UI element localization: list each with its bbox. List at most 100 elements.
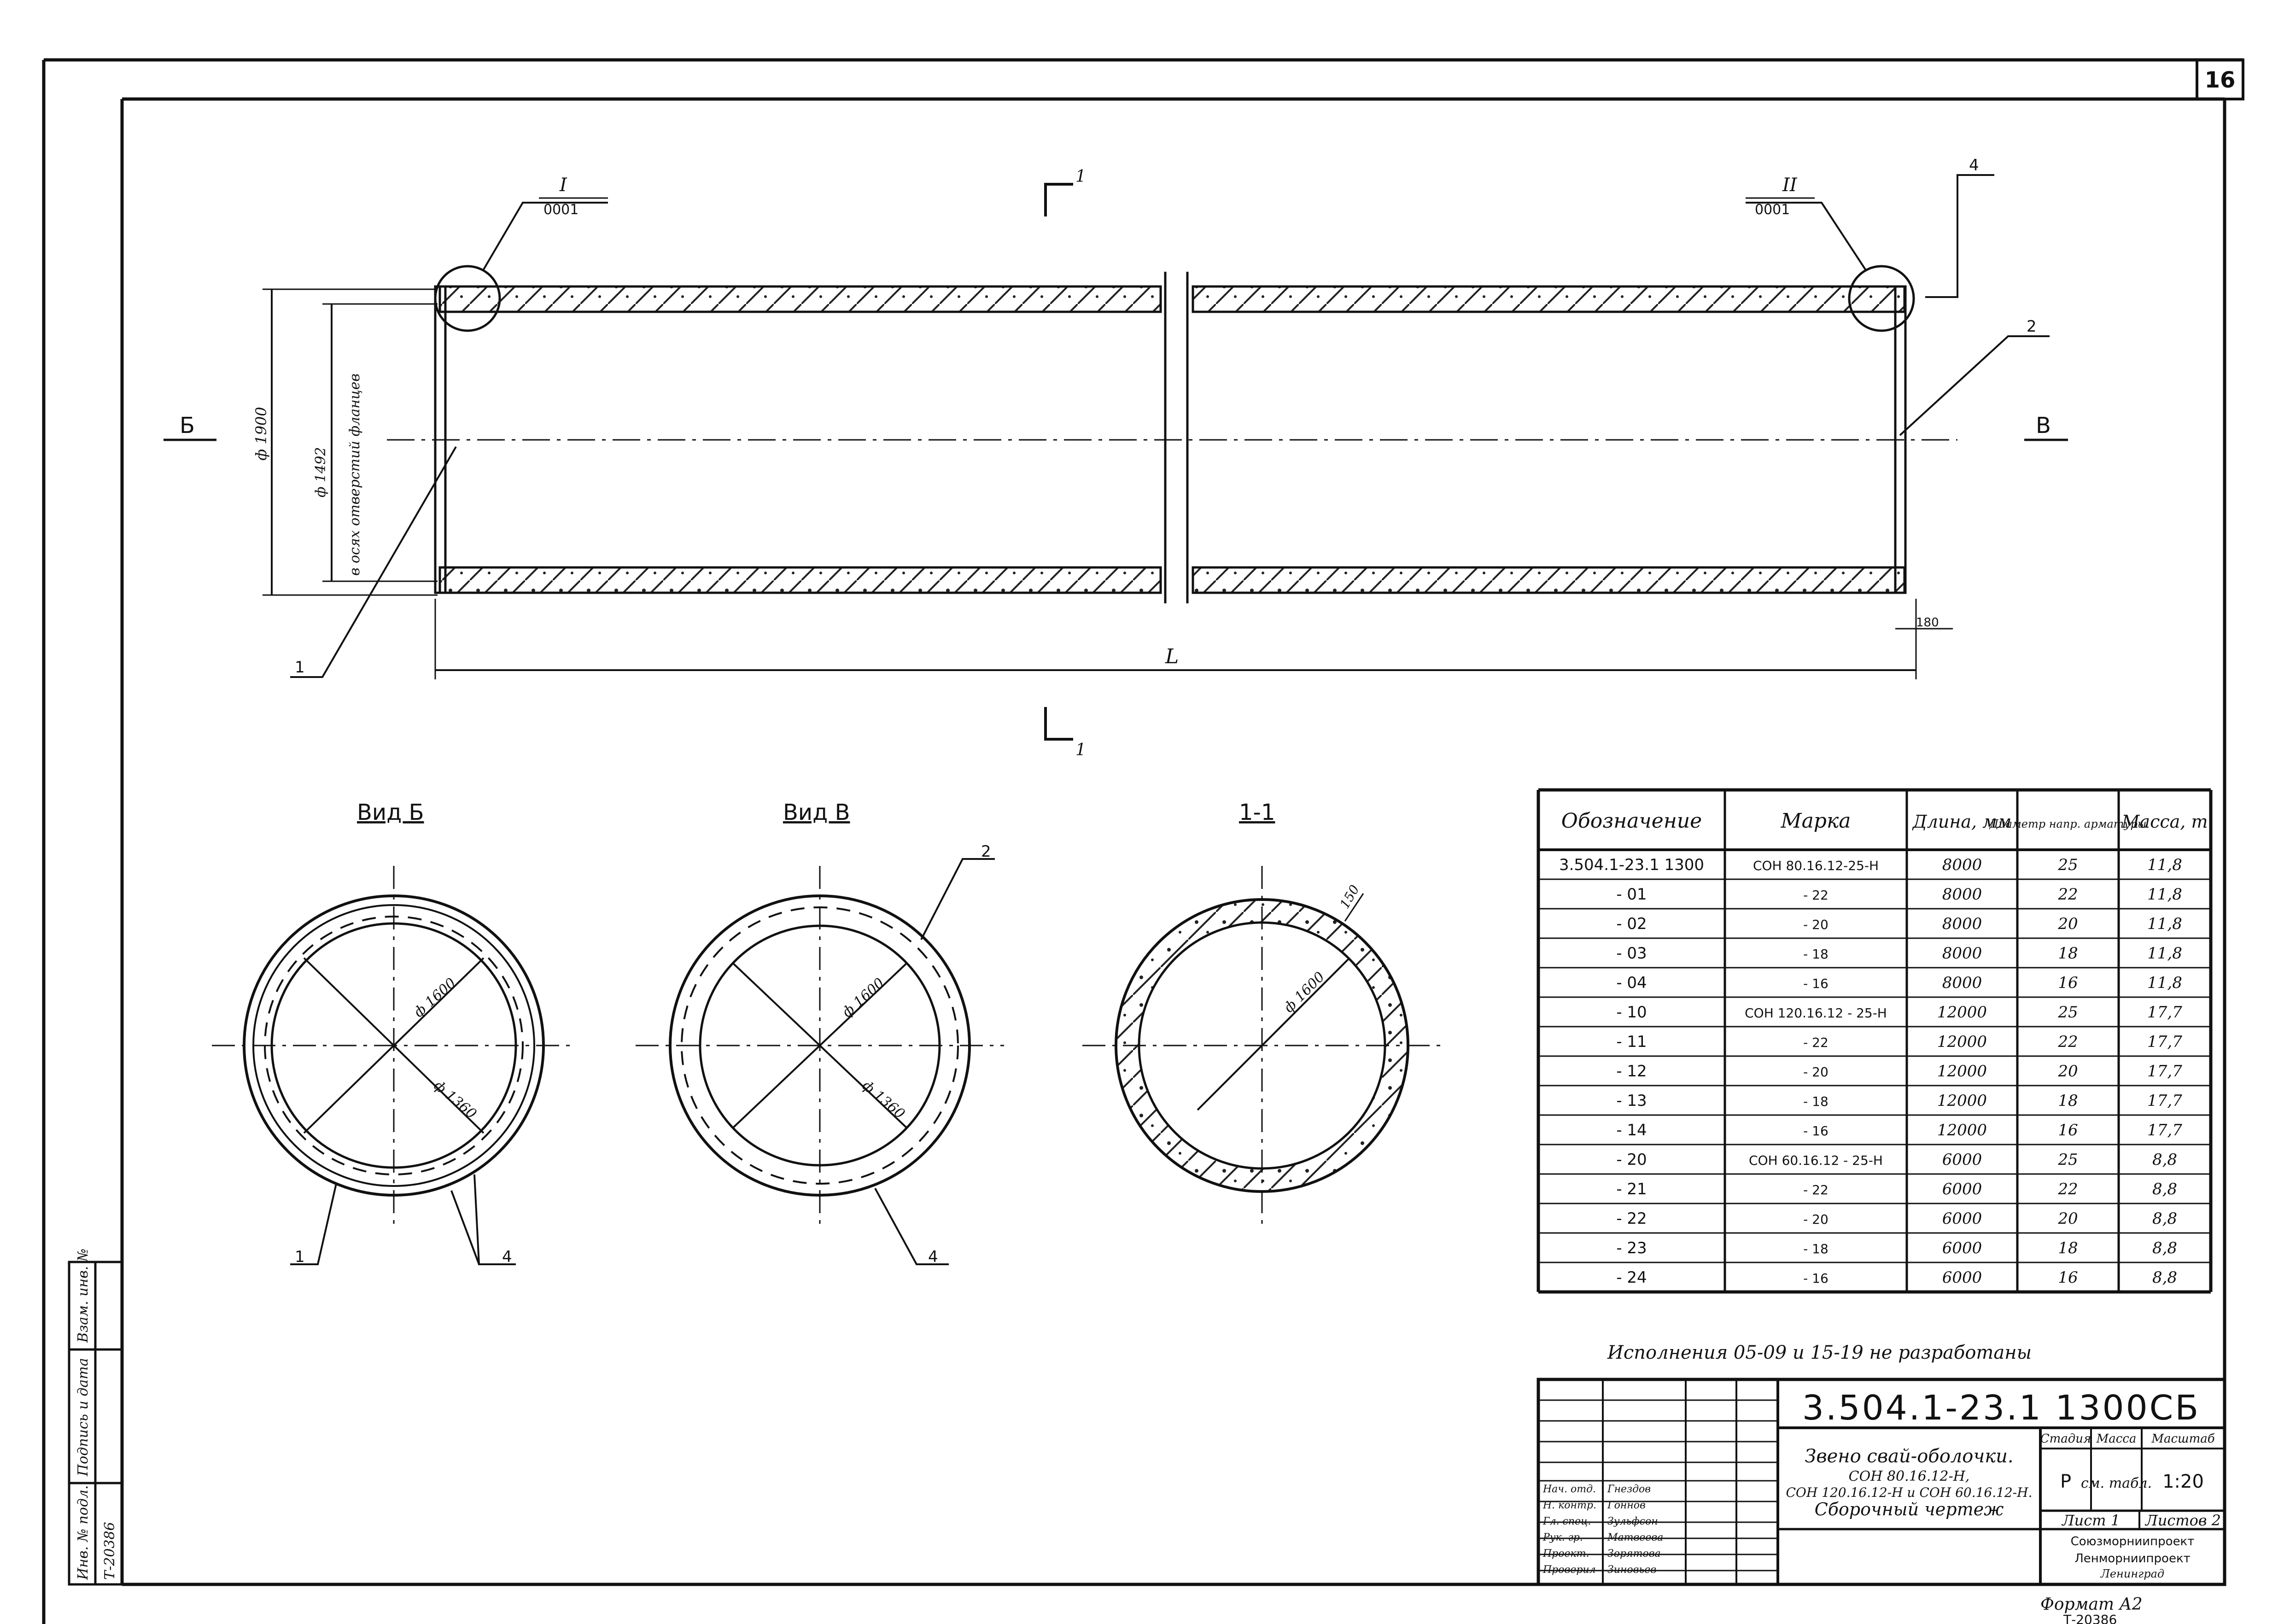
detail-2-sheet: 0001 [1755, 202, 1790, 218]
table-cell-r2-c4: 11,8 [2147, 915, 2182, 933]
section-1-1-wall: 150 [1337, 882, 1362, 911]
table-cell-r0-c2: 8000 [1942, 856, 1982, 874]
table-cell-r11-c1: - 22 [1803, 1182, 1828, 1198]
col-mass: Масса [2096, 1432, 2137, 1446]
view-v-title: Вид В [783, 800, 850, 825]
doc-name-1: Звено свай-оболочки. [1805, 1446, 2013, 1467]
side-stamp-inv: Инв. № подл. [75, 1485, 91, 1580]
sheets-total: Листов 2 [2144, 1512, 2221, 1529]
side-stamp-vzam: Взам. инв. № [75, 1249, 91, 1343]
table-cell-r7-c3: 20 [2057, 1062, 2078, 1081]
table-cell-r13-c3: 18 [2058, 1239, 2078, 1257]
org-line-2: Ленморниипроект [2074, 1552, 2191, 1566]
table-cell-r8-c1: - 18 [1803, 1094, 1828, 1109]
detail-1-sheet: 0001 [543, 202, 578, 218]
view-b-arrow-label: Б [180, 413, 195, 438]
table-cell-r3-c4: 11,8 [2147, 944, 2182, 963]
table-cell-r12-c4: 8,8 [2152, 1209, 2177, 1228]
table-cell-r4-c4: 11,8 [2147, 974, 2182, 992]
table-cell-r4-c1: - 16 [1803, 976, 1828, 991]
org-line-3: Ленинград [2100, 1567, 2164, 1580]
mass-value: см. табл. [2081, 1475, 2152, 1491]
table-cell-r13-c4: 8,8 [2152, 1239, 2177, 1257]
table-cell-r8-c0: - 13 [1616, 1092, 1647, 1110]
table-cell-r5-c4: 17,7 [2147, 1003, 2182, 1022]
table-cell-r0-c1: СОН 80.16.12-25-Н [1753, 858, 1879, 873]
table-cell-r2-c3: 20 [2057, 915, 2078, 933]
table-cell-r11-c4: 8,8 [2152, 1180, 2177, 1198]
page-number: 16 [2205, 67, 2236, 93]
doc-name-2: СОН 80.16.12-Н, [1849, 1468, 1970, 1484]
table-cell-r13-c2: 6000 [1942, 1239, 1982, 1257]
scale-value: 1:20 [2162, 1471, 2204, 1492]
table-cell-r1-c4: 11,8 [2147, 885, 2182, 904]
table-cell-r12-c2: 6000 [1942, 1209, 1982, 1228]
table-cell-r2-c1: - 20 [1803, 917, 1828, 932]
callout-2-main: 2 [2027, 317, 2037, 336]
table-cell-r3-c1: - 18 [1803, 946, 1828, 962]
dim-outer-diameter: ф 1900 [252, 407, 270, 461]
pipe-longitudinal-view [164, 174, 2068, 741]
side-stamp [68, 1261, 123, 1586]
doc-name-3: СОН 120.16.12-Н и СОН 60.16.12-Н. [1786, 1485, 2032, 1500]
sheet-number: Лист 1 [2061, 1512, 2120, 1529]
table-cell-r9-c1: - 16 [1803, 1123, 1828, 1139]
table-cell-r6-c1: - 22 [1803, 1035, 1828, 1050]
view-b-title: Вид Б [357, 800, 424, 825]
note-not-developed: Исполнения 05-09 и 15-19 не разработаны [1607, 1342, 2032, 1363]
table-cell-r7-c1: - 20 [1803, 1064, 1828, 1080]
view-v-callout-4: 4 [928, 1248, 938, 1266]
staff-role-4: Проект. [1542, 1548, 1589, 1560]
table-cell-r13-c0: - 23 [1616, 1239, 1647, 1257]
table-cell-r5-c2: 12000 [1937, 1003, 1987, 1022]
table-cell-r8-c4: 17,7 [2147, 1092, 2182, 1110]
view-b-callout-1: 1 [295, 1248, 305, 1266]
col-stage: Стадия [2040, 1432, 2091, 1446]
table-header-0: Обозначение [1561, 809, 1702, 833]
section-mark-top: 1 [1075, 167, 1086, 186]
table-cell-r7-c0: - 12 [1616, 1062, 1647, 1081]
table-cell-r11-c0: - 21 [1616, 1180, 1647, 1198]
org-line-1: Союзморниипроект [2071, 1535, 2195, 1548]
view-b-drawing [212, 866, 576, 1265]
table-cell-r14-c1: - 16 [1803, 1271, 1828, 1286]
detail-2-label: II [1782, 175, 1798, 196]
table-cell-r14-c0: - 24 [1616, 1268, 1647, 1287]
table-cell-r1-c0: - 01 [1616, 885, 1647, 904]
view-v-callout-2: 2 [981, 842, 991, 861]
staff-role-5: Проверил [1542, 1564, 1596, 1576]
view-v-d1: ф 1600 [839, 975, 888, 1021]
table-header-2: Длина, мм [1912, 812, 2011, 832]
detail-1-label: I [559, 175, 567, 196]
side-stamp-code: Т-20386 [102, 1522, 118, 1580]
table-cell-r6-c2: 12000 [1937, 1033, 1987, 1051]
table-cell-r3-c2: 8000 [1942, 944, 1982, 963]
table-cell-r4-c2: 8000 [1942, 974, 1982, 992]
table-header-4: Масса, т [2121, 812, 2208, 832]
title-block [1536, 1378, 2226, 1586]
table-cell-r6-c0: - 11 [1616, 1033, 1647, 1051]
table-cell-r12-c3: 20 [2057, 1209, 2078, 1228]
section-1-1-title: 1-1 [1239, 800, 1275, 825]
staff-role-0: Нач. отд. [1542, 1484, 1596, 1495]
callout-1-main: 1 [295, 658, 305, 677]
table-cell-r7-c4: 17,7 [2147, 1062, 2182, 1081]
table-cell-r3-c3: 18 [2058, 944, 2078, 963]
table-cell-r4-c3: 16 [2058, 974, 2078, 992]
table-cell-r1-c3: 22 [2057, 885, 2078, 904]
table-header-3: Диаметр напр. арматуры [1989, 818, 2147, 830]
table-cell-r0-c4: 11,8 [2147, 856, 2182, 874]
table-cell-r1-c1: - 22 [1803, 888, 1828, 903]
doc-name-4: Сборочный чертеж [1815, 1499, 2004, 1519]
staff-surname-2: Зульфсон [1607, 1516, 1658, 1527]
table-cell-r13-c1: - 18 [1803, 1241, 1828, 1256]
document-code: 3.504.1-23.1 1300СБ [1802, 1388, 2200, 1428]
table-cell-r3-c0: - 03 [1616, 944, 1647, 963]
dim-inner-diameter: ф 1492 [313, 447, 329, 497]
table-cell-r4-c0: - 04 [1616, 974, 1647, 992]
format-label: Формат А2 [2040, 1595, 2143, 1614]
section-1-1-d1: ф 1600 [1281, 969, 1328, 1016]
bottom-code: Т-20386 [2063, 1612, 2117, 1624]
side-stamp-sign: Подпись и дата [75, 1358, 91, 1477]
table-cell-r14-c3: 16 [2058, 1268, 2078, 1287]
